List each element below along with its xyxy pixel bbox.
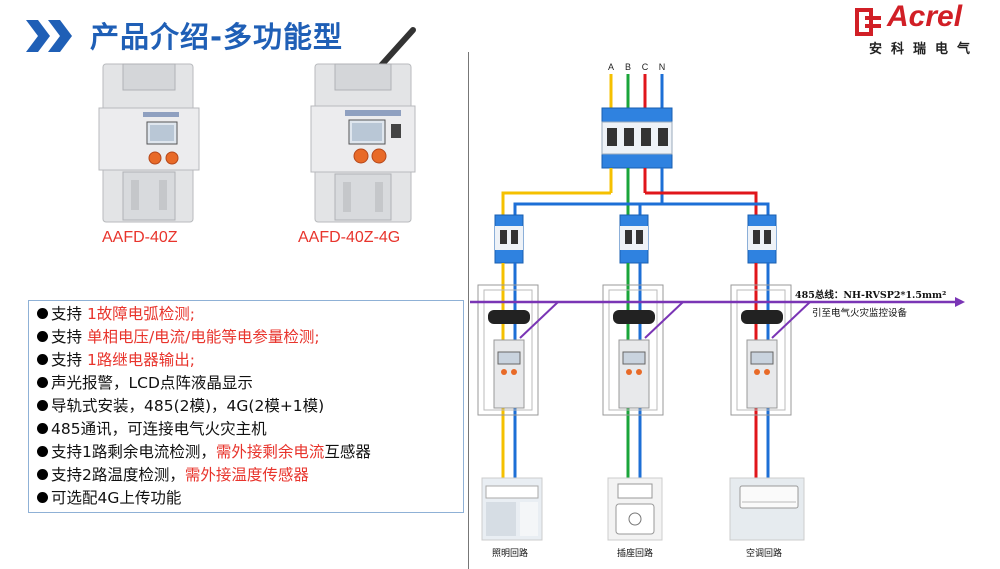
feature-item: 支持 1路继电器输出; <box>37 349 463 372</box>
circuit-label-lighting: 照明回路 <box>492 547 528 559</box>
bullet-icon <box>37 308 48 319</box>
phase-label-a: A <box>608 62 614 72</box>
bullet-icon <box>37 423 48 434</box>
product-caption-2: AAFD-40Z-4G <box>298 229 401 246</box>
socket-load-image <box>607 477 663 541</box>
arc-fault-detector-3 <box>746 339 778 409</box>
arc-fault-detector-1 <box>493 339 525 409</box>
logo-subtitle: 安科瑞电气 <box>869 42 980 57</box>
product-caption-1: AAFD-40Z <box>102 229 178 246</box>
feature-item: 支持1路剩余电流检测，需外接剩余电流互感器 <box>37 441 463 464</box>
bullet-icon <box>37 492 48 503</box>
current-transformer-3 <box>741 310 783 324</box>
circuit-label-ac: 空调回路 <box>746 547 782 559</box>
feature-list: 支持 1故障电弧检测; 支持 单相电压/电流/电能等电参量检测; 支持 1路继电… <box>28 300 464 513</box>
feature-item: 可选配4G上传功能 <box>37 487 463 510</box>
double-chevron-icon <box>26 20 72 52</box>
bullet-icon <box>37 354 48 365</box>
bus-label: 485总线：NH-RVSP2*1.5mm² <box>795 289 946 301</box>
feature-item: 支持 1故障电弧检测; <box>37 303 463 326</box>
feature-item: 485通讯，可连接电气火灾主机 <box>37 418 463 441</box>
branch-breaker-1 <box>494 214 524 264</box>
main-breaker <box>601 107 673 169</box>
feature-item: 支持2路温度检测，需外接温度传感器 <box>37 464 463 487</box>
rs485-bus <box>470 297 965 339</box>
phase-label-c: C <box>642 62 649 72</box>
acrel-logo-icon <box>855 8 881 36</box>
wiring-diagram: A B C N <box>470 62 965 559</box>
feature-item: 支持 单相电压/电流/电能等电参量检测; <box>37 326 463 349</box>
bullet-icon <box>37 331 48 342</box>
current-transformer-2 <box>613 310 655 324</box>
feature-item: 声光报警，LCD点阵液晶显示 <box>37 372 463 395</box>
branch-breaker-3 <box>747 214 777 264</box>
ac-load-image <box>729 477 805 541</box>
current-transformer-1 <box>488 310 530 324</box>
bullet-icon <box>37 377 48 388</box>
bus-note: 引至电气火灾监控设备 <box>812 307 908 319</box>
feature-item: 导轨式安装，485(2模)，4G(2模+1模) <box>37 395 463 418</box>
circuit-label-socket: 插座回路 <box>617 547 653 559</box>
logo-name: Acrel <box>887 0 963 33</box>
bullet-icon <box>37 400 48 411</box>
product-image-aafd-40z <box>98 63 200 223</box>
page-title: 产品介绍-多功能型 <box>90 20 344 54</box>
branch-breaker-2 <box>619 214 649 264</box>
arc-fault-detector-2 <box>618 339 650 409</box>
bullet-icon <box>37 446 48 457</box>
phase-label-n: N <box>659 62 666 72</box>
lighting-load-image <box>481 477 543 541</box>
product-image-aafd-40z-4g <box>310 27 416 223</box>
brand-logo: Acrel 安科瑞电气 <box>851 0 986 57</box>
bullet-icon <box>37 469 48 480</box>
phase-label-b: B <box>625 62 631 72</box>
diagram-border <box>468 52 469 569</box>
